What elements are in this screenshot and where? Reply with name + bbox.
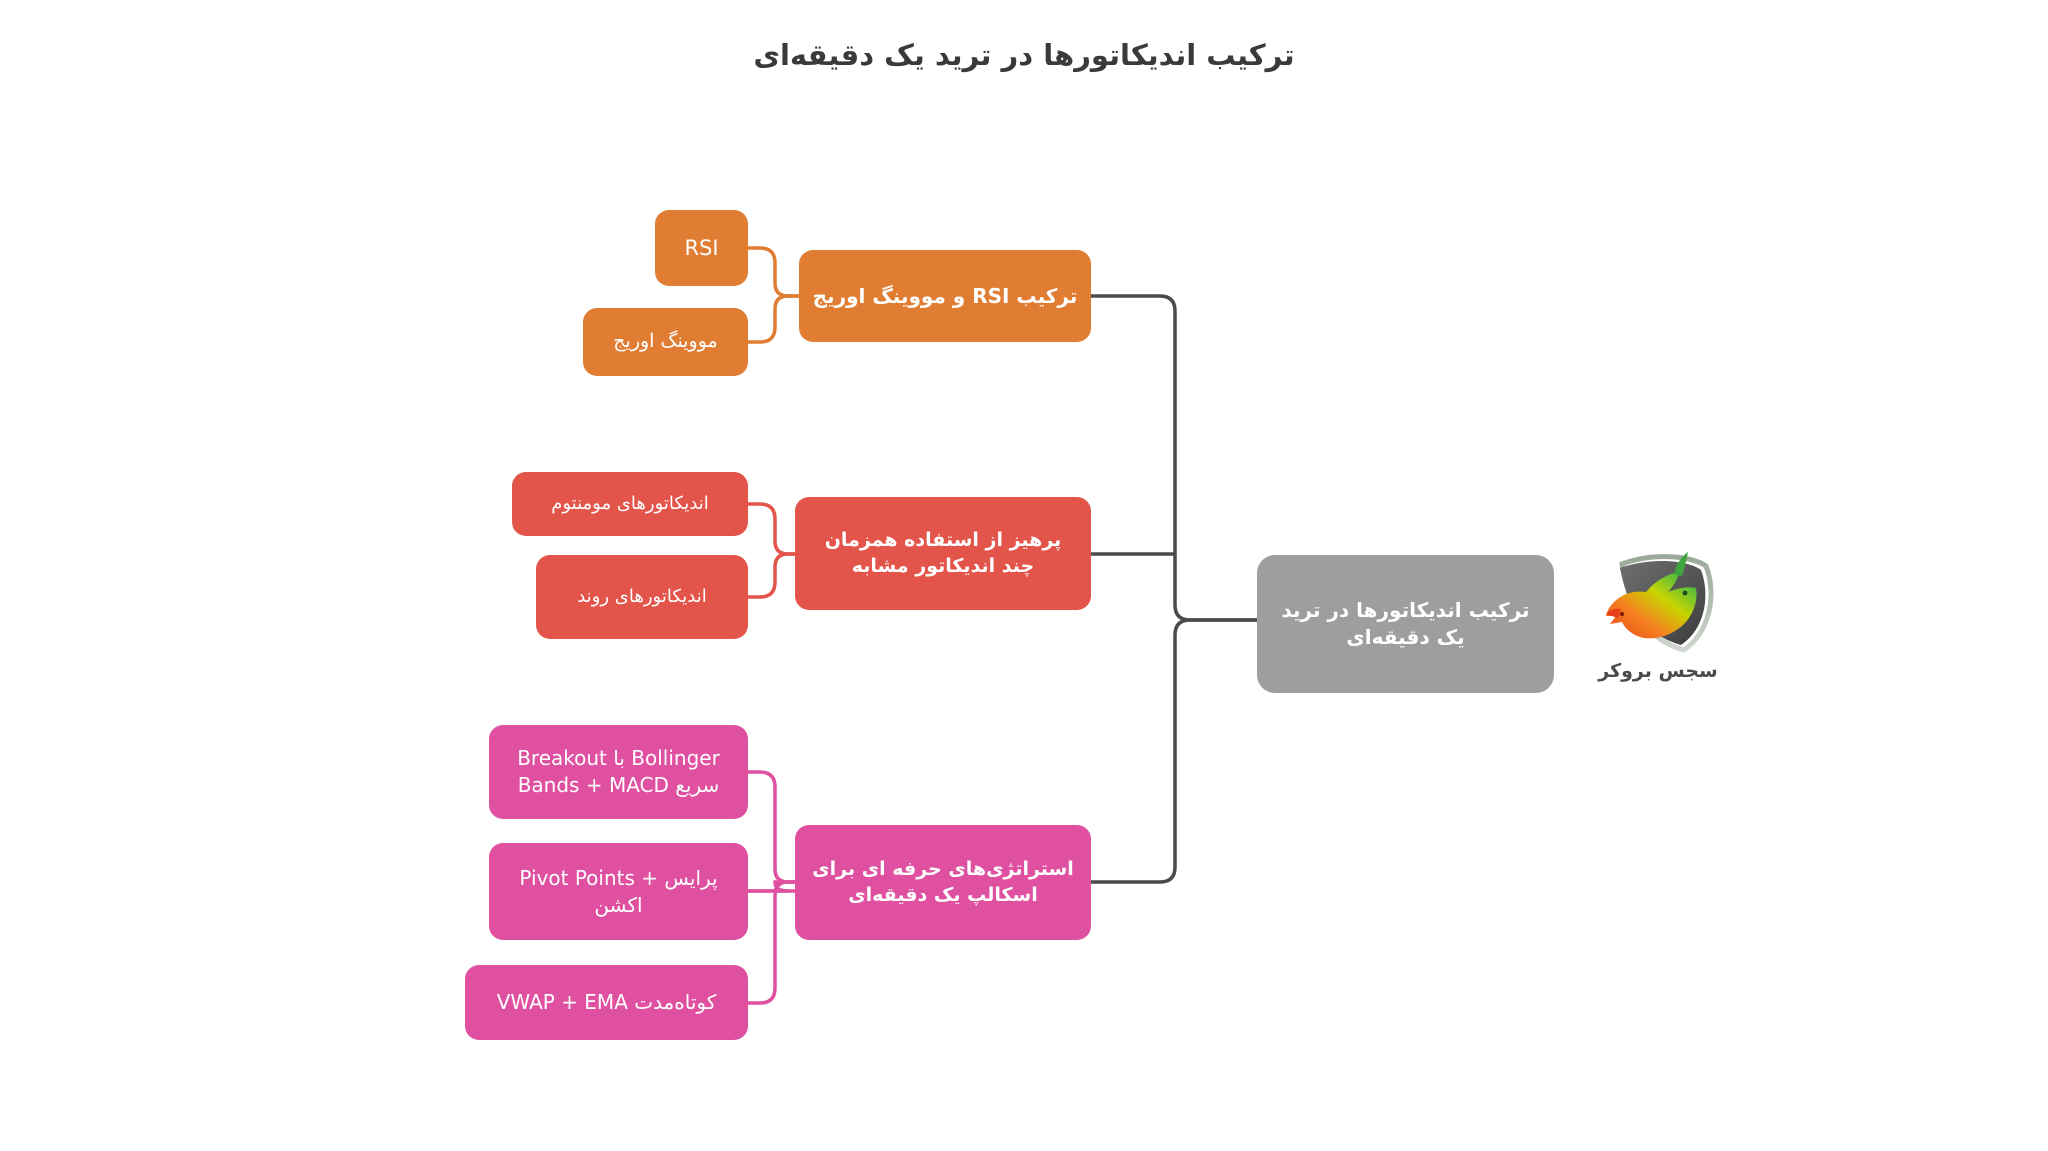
leaf-node-momentum-indicators[interactable]: اندیکاتورهای مومنتوم (512, 472, 748, 536)
page-title: ترکیب اندیکاتورها در ترید یک دقیقه‌ای (753, 38, 1295, 72)
leaf-node-trend-indicators[interactable]: اندیکاتورهای روند (536, 555, 748, 639)
logo-wordmark: سجس بروکر (1598, 660, 1718, 682)
leaf-node-vwap-ema-label: VWAP + EMA کوتاه‌مدت (496, 990, 717, 1014)
branch-node-rsi-ma[interactable]: ترکیب RSI و مووینگ اوریج (799, 250, 1091, 342)
leaf-node-moving-average[interactable]: مووینگ اوریج (583, 308, 748, 376)
root-node[interactable]: ترکیب اندیکاتورها در ترید یک دقیقه‌ای (1257, 555, 1554, 693)
leaf-node-breakout-bollinger-macd[interactable]: Breakout با Bollinger Bands + MACD سریع (489, 725, 748, 819)
leaf-node-momentum-indicators-label: اندیکاتورهای مومنتوم (551, 492, 709, 514)
leaf-node-moving-average-label: مووینگ اوریج (613, 330, 718, 353)
branch-node-rsi-ma-label: ترکیب RSI و مووینگ اوریج (812, 283, 1078, 308)
brand-logo: سجس بروکر (1588, 548, 1728, 698)
leaf-node-rsi[interactable]: RSI (655, 210, 748, 286)
bull-bear-shield-icon (1606, 552, 1714, 653)
root-node-label: ترکیب اندیکاتورها در ترید یک دقیقه‌ای (1281, 598, 1530, 649)
leaf-node-rsi-label: RSI (684, 235, 719, 260)
branch-node-pro-strategies[interactable]: استراتژی‌های حرفه ای برای اسکالپ یک دقیق… (795, 825, 1091, 940)
branch-node-pro-strategies-label: استراتژی‌های حرفه ای برای اسکالپ یک دقیق… (812, 857, 1074, 906)
branch-node-avoid-similar-label: پرهیز از استفاده همزمان چند اندیکاتور مش… (824, 528, 1062, 577)
leaf-node-pivot-points-price-action-label: Pivot Points + پرایس اکشن (519, 865, 718, 917)
leaf-node-pivot-points-price-action[interactable]: Pivot Points + پرایس اکشن (489, 843, 748, 940)
leaf-node-trend-indicators-label: اندیکاتورهای روند (577, 585, 707, 607)
branch-node-avoid-similar[interactable]: پرهیز از استفاده همزمان چند اندیکاتور مش… (795, 497, 1091, 610)
leaf-node-breakout-bollinger-macd-label: Breakout با Bollinger Bands + MACD سریع (517, 746, 720, 797)
leaf-node-vwap-ema[interactable]: VWAP + EMA کوتاه‌مدت (465, 965, 748, 1040)
